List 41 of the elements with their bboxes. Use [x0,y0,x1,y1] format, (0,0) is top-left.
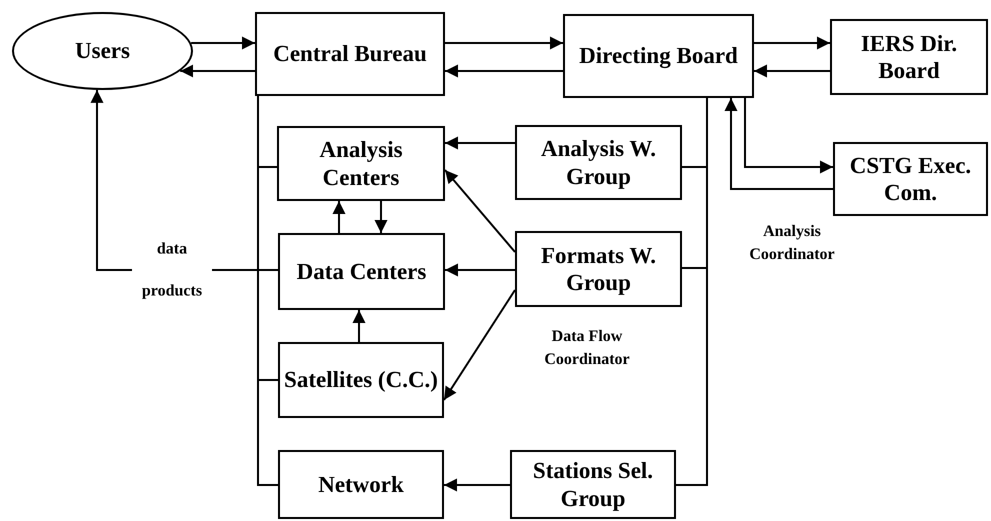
node-label: Central Bureau [273,40,427,68]
process-box [515,231,682,307]
node-label: Stations Sel. Group [532,457,654,512]
process-box [515,125,682,200]
node-label: Analysis W. Group [540,135,658,190]
arrow [444,478,510,492]
process-box [255,12,445,96]
process-box [833,142,988,216]
arrow [445,136,515,150]
process-box [278,450,444,519]
arrow [445,64,563,78]
annotation-text: Analysis Coordinator [748,222,836,265]
arrow [445,36,563,50]
node-label: Formats W. Group [540,242,657,296]
arrow [180,64,255,78]
annotation-text: Data Flow Coordinator [543,326,631,370]
process-box [278,233,445,310]
arrow [191,36,255,50]
arrow [374,201,388,233]
arrow [724,98,833,190]
node-label: Analysis Centers [318,136,404,191]
node-label: CSTG Exec. Com. [848,152,972,206]
arrow [744,98,833,174]
arrow [352,310,366,342]
arrow [332,201,346,233]
arrow [754,64,830,78]
arrow [445,264,515,276]
process-box [510,450,676,519]
arrow [443,289,516,401]
process-box [277,126,445,201]
node-label: Satellites (C.C.) [284,366,438,394]
process-box [830,19,988,95]
process-box [563,14,754,98]
node-label: Data Centers [296,258,426,286]
node-label: IERS Dir. Board [860,30,958,84]
arrow [444,169,516,253]
arrow [754,36,830,50]
node-label: Network [318,470,404,498]
node-label: Users [75,37,130,65]
process-box [278,342,444,418]
node-label: Directing Board [579,42,738,70]
